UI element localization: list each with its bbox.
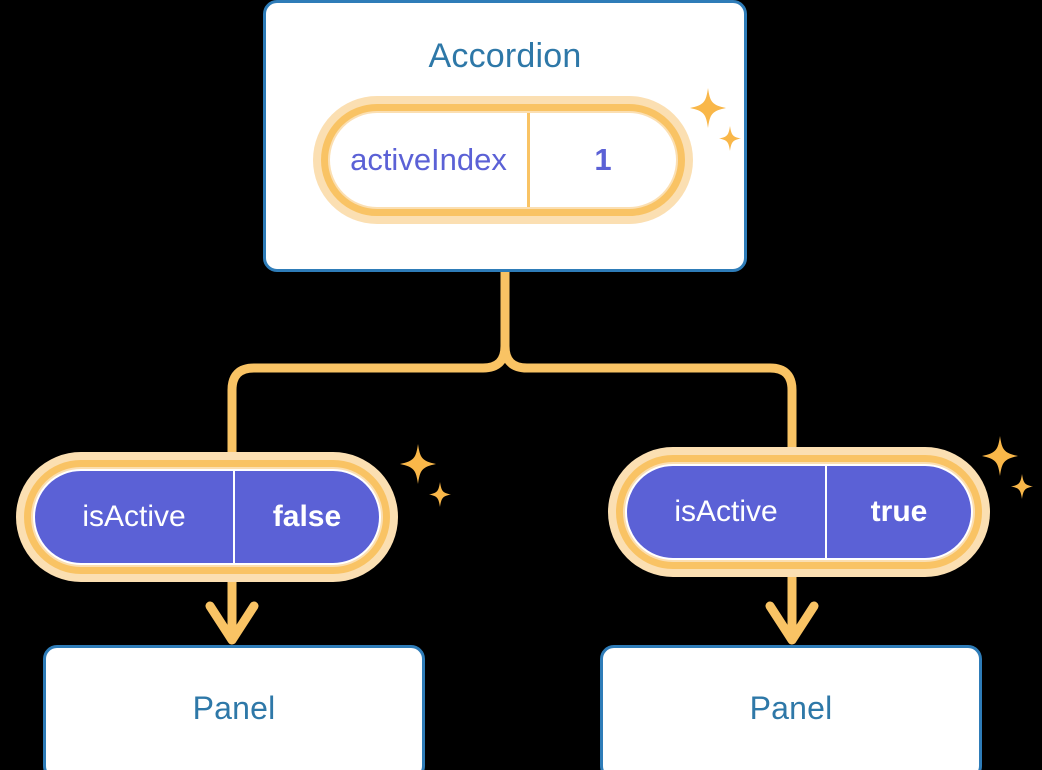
state-value-label: false — [272, 500, 342, 533]
panel-label: Panel — [192, 690, 276, 726]
badge-body: isActive false — [33, 469, 381, 565]
sparkle-four-point-small-icon — [429, 482, 451, 507]
badge-body: activeIndex 1 — [330, 113, 676, 207]
badge-body: isActive true — [625, 464, 973, 560]
state-value-label: true — [870, 495, 928, 528]
sparkle-four-point-small-icon — [1011, 474, 1033, 499]
state-badge-activeindex[interactable]: activeIndex 1 — [313, 96, 693, 224]
connector-root-to-right — [500, 265, 797, 460]
badge-highlight-ring — [24, 460, 390, 574]
arrow-down-icon-right — [765, 601, 819, 645]
state-key-label: isActive — [627, 466, 827, 558]
page-title: Accordion — [428, 37, 582, 75]
badge-highlight-ring — [321, 104, 685, 216]
connector-root-to-left — [227, 265, 510, 465]
state-key-label: activeIndex — [330, 113, 530, 207]
sparkle-four-point-large-icon — [400, 444, 436, 484]
component-card-panel-left[interactable]: Panel — [43, 645, 425, 770]
sparkle-decoration-left — [400, 444, 451, 507]
badge-highlight-ring — [616, 455, 982, 569]
state-badge-isactive-left[interactable]: isActive false — [16, 452, 398, 582]
panel-label: Panel — [749, 690, 833, 726]
state-badge-isactive-right[interactable]: isActive true — [608, 447, 990, 577]
state-value-label: 1 — [594, 142, 612, 177]
arrow-down-icon-left — [205, 601, 259, 645]
state-key-label: isActive — [35, 471, 235, 563]
component-card-panel-right[interactable]: Panel — [600, 645, 982, 770]
